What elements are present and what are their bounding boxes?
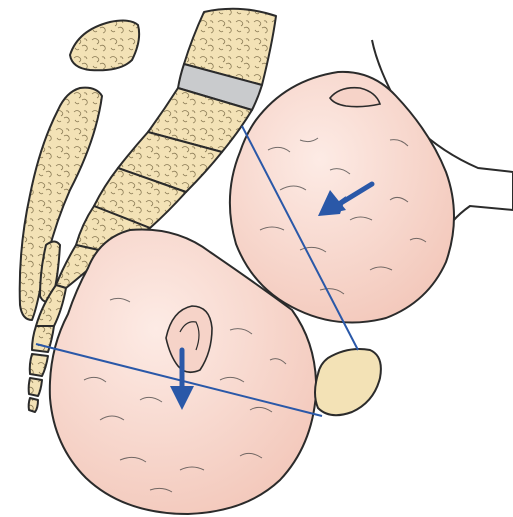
coccyx-segment-3 — [29, 378, 42, 396]
coccyx-segment-4 — [29, 398, 38, 412]
